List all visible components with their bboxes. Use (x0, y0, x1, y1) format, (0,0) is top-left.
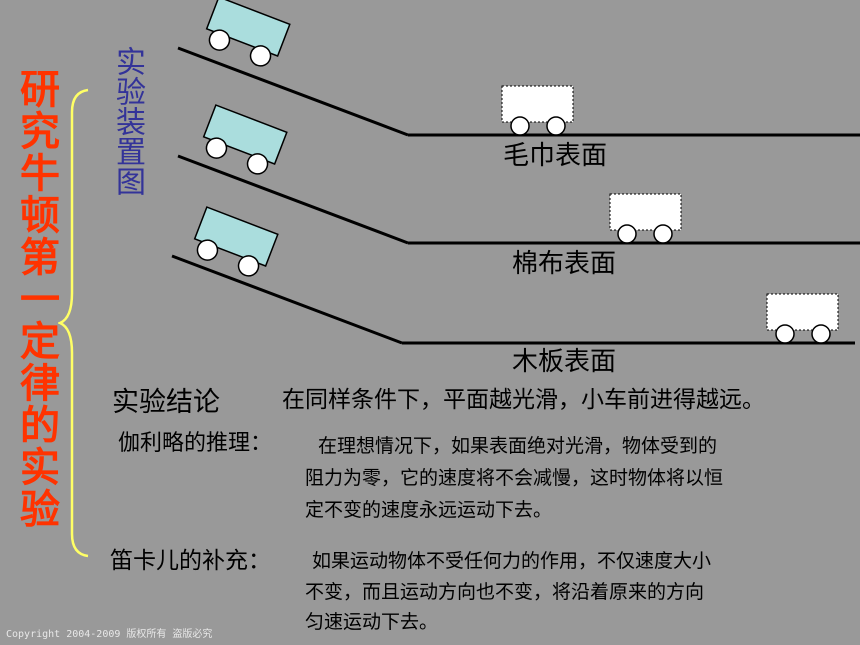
ramp-incline-3 (171, 254, 403, 345)
experiment-diagram (171, 0, 860, 345)
copyright-notice: Copyright 2004-2009 版权所有 盗版必究 (6, 629, 213, 640)
descartes-line-1: 如果运动物体不受任何力的作用，不仅速度大小 (312, 550, 712, 572)
galileo-line-3: 定不变的速度永远运动下去。 (305, 499, 553, 521)
cart-stopped-towel (501, 85, 574, 136)
conclusion-text: 在同样条件下，平面越光滑，小车前进得越远。 (282, 387, 765, 413)
cart-stopped-cotton (609, 193, 682, 244)
apparatus-label: 实验装置图 (110, 46, 145, 196)
cart-on-incline-2 (202, 104, 288, 175)
galileo-heading: 伽利略的推理： (118, 431, 273, 456)
cart-stopped-wood (766, 293, 839, 344)
galileo-line-1: 在理想情况下，如果表面绝对光滑，物体受到的 (318, 435, 718, 457)
descartes-line-3: 匀速运动下去。 (305, 611, 439, 633)
surface-label-wood: 木板表面 (512, 347, 617, 377)
page-title: 研究牛顿第一定律的实验 (13, 68, 60, 530)
surface-label-towel: 毛巾表面 (503, 141, 608, 171)
brace (58, 88, 89, 558)
conclusion-heading: 实验结论 (112, 387, 220, 418)
galileo-line-2: 阻力为零，它的速度将不会减慢，这时物体将以恒 (305, 467, 724, 489)
ramp-incline-1 (177, 46, 409, 137)
cart-on-incline-3 (193, 206, 279, 277)
descartes-heading: 笛卡儿的补充： (110, 548, 271, 574)
ramp-incline-2 (177, 154, 409, 245)
descartes-line-2: 不变，而且运动方向也不变，将沿着原来的方向 (305, 581, 705, 603)
cart-on-incline-1 (205, 0, 291, 67)
surface-label-cotton: 棉布表面 (512, 249, 617, 279)
